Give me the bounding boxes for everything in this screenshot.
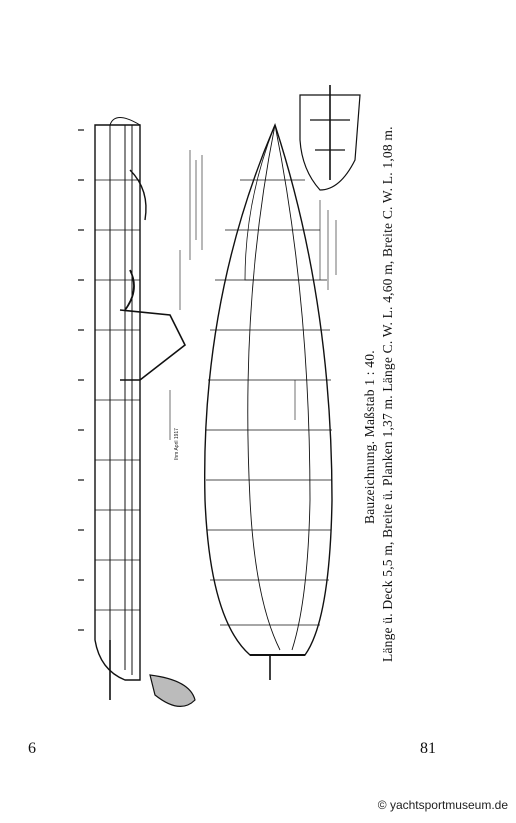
- midship-section: [299, 85, 361, 191]
- page-number-right: 81: [420, 740, 436, 757]
- profile-view: [94, 117, 196, 707]
- credit-watermark: © yachtsportmuseum.de: [377, 798, 508, 812]
- caption-dimensions: Länge ü. Deck 5,5 m, Breite ü. Planken 1…: [380, 126, 395, 662]
- annotations: [169, 150, 337, 440]
- caption-scale: Bauzeichnung. Maßstab 1 : 40.: [362, 350, 377, 524]
- plan-view: [204, 123, 333, 680]
- station-ticks: [78, 129, 84, 631]
- page-number-left: 6: [28, 740, 36, 757]
- drawing-signature: Ihm April 1917: [174, 428, 180, 460]
- boat-construction-drawing: Ihm April 1917: [78, 85, 361, 707]
